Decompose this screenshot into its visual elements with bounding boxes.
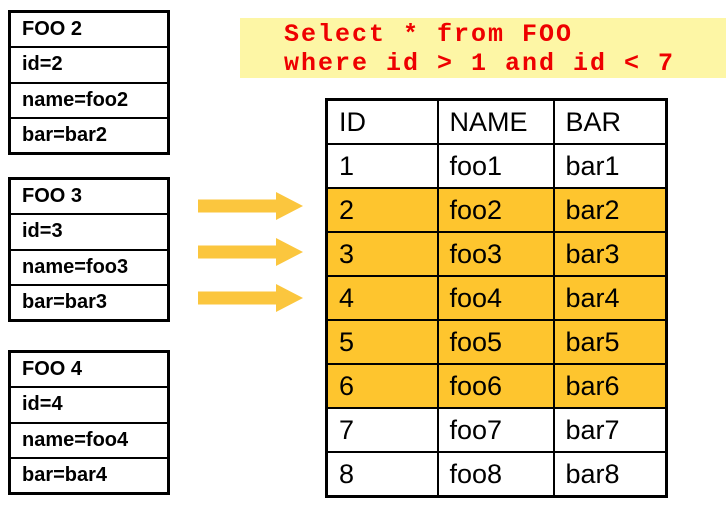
cell-id: 2 xyxy=(325,187,439,233)
cell-bar: bar4 xyxy=(552,275,668,321)
arrow-right-icon xyxy=(198,238,303,266)
cell-bar: bar7 xyxy=(552,407,668,453)
cell-name: foo7 xyxy=(436,407,555,453)
cell-name: foo1 xyxy=(436,143,555,189)
cell-bar: bar8 xyxy=(552,451,668,498)
record-box-title: FOO 4 xyxy=(11,353,167,389)
cell-id: 3 xyxy=(325,231,439,277)
arrow-right-icon xyxy=(198,192,303,220)
table-header-row: ID NAME BAR xyxy=(325,98,668,145)
record-field-id: id=2 xyxy=(11,48,167,84)
cell-name: foo5 xyxy=(436,319,555,365)
record-field-name: name=foo3 xyxy=(11,251,167,286)
table-row: 4 foo4 bar4 xyxy=(325,275,668,321)
table-row: 6 foo6 bar6 xyxy=(325,363,668,409)
arrow-right-icon xyxy=(198,284,303,312)
record-field-bar: bar=bar2 xyxy=(22,123,108,146)
record-field-bar: bar=bar4 xyxy=(22,463,108,486)
table-row: 7 foo7 bar7 xyxy=(325,407,668,453)
record-box-title: FOO 3 xyxy=(11,180,167,216)
cell-id: 7 xyxy=(325,407,439,453)
record-box-foo3: FOO 3 id=3 name=foo3 bar=bar3 xyxy=(8,177,170,322)
record-field-name: name=foo4 xyxy=(11,424,167,459)
cell-bar: bar2 xyxy=(552,187,668,233)
record-box-title: FOO 2 xyxy=(11,13,167,49)
table-row: 8 foo8 bar8 xyxy=(325,451,668,498)
header-cell-name: NAME xyxy=(436,98,555,145)
cell-name: foo6 xyxy=(436,363,555,409)
cell-id: 1 xyxy=(325,143,439,189)
sql-query-line-1: Select * from FOO xyxy=(284,20,574,49)
header-cell-bar: BAR xyxy=(552,98,668,145)
cell-bar: bar1 xyxy=(552,143,668,189)
record-box-foo2: FOO 2 id=2 name=foo2 bar=bar2 xyxy=(8,10,170,155)
table-row: 3 foo3 bar3 xyxy=(325,231,668,277)
record-box-foo4: FOO 4 id=4 name=foo4 bar=bar4 xyxy=(8,350,170,495)
cell-id: 6 xyxy=(325,363,439,409)
cell-name: foo2 xyxy=(436,187,555,233)
record-field-bar: bar=bar3 xyxy=(22,290,108,313)
cell-bar: bar3 xyxy=(552,231,668,277)
record-field-id: id=4 xyxy=(11,388,167,424)
table-row: 1 foo1 bar1 xyxy=(325,143,668,189)
cell-bar: bar5 xyxy=(552,319,668,365)
result-table: ID NAME BAR 1 foo1 bar1 2 foo2 bar2 3 fo… xyxy=(325,98,668,498)
header-cell-id: ID xyxy=(325,98,439,145)
table-row: 2 foo2 bar2 xyxy=(325,187,668,233)
cell-id: 5 xyxy=(325,319,439,365)
cell-id: 8 xyxy=(325,451,439,498)
cell-name: foo3 xyxy=(436,231,555,277)
record-field-name: name=foo2 xyxy=(11,84,167,119)
sql-query-line-2: where id > 1 and id < 7 xyxy=(284,49,676,78)
cell-id: 4 xyxy=(325,275,439,321)
table-row: 5 foo5 bar5 xyxy=(325,319,668,365)
cell-name: foo4 xyxy=(436,275,555,321)
sql-query-banner: Select * from FOO where id > 1 and id < … xyxy=(240,18,726,78)
cell-bar: bar6 xyxy=(552,363,668,409)
cell-name: foo8 xyxy=(436,451,555,498)
record-field-id: id=3 xyxy=(11,215,167,251)
